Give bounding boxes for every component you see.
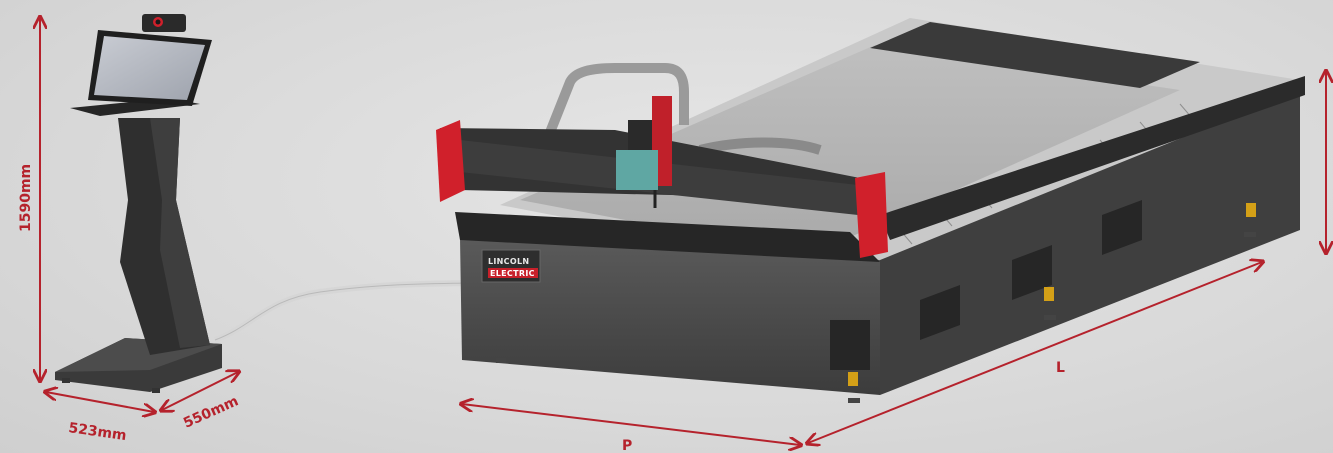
gantry-left-end bbox=[436, 120, 465, 202]
width-dimension-label: 523mm bbox=[67, 420, 127, 444]
access-panel bbox=[830, 320, 870, 370]
table-depth-dimension-line bbox=[462, 404, 800, 445]
monitor-screen bbox=[94, 36, 205, 100]
console-foot-right bbox=[152, 388, 160, 393]
torch-head bbox=[616, 150, 658, 190]
table-length-dimension-line bbox=[808, 262, 1262, 443]
console-foot-left bbox=[62, 378, 70, 383]
right-rail bbox=[880, 76, 1305, 240]
dimension-annotations bbox=[40, 18, 1326, 445]
gantry-right-end bbox=[855, 172, 888, 258]
depth-dimension-label: 550mm bbox=[181, 393, 241, 431]
gantry bbox=[436, 63, 888, 258]
brand-plate: LINCOLN ELECTRIC bbox=[481, 249, 541, 283]
height-dimension-label: 1590mm bbox=[18, 164, 34, 232]
exhaust-panel bbox=[870, 22, 1200, 88]
depth-dimension-line bbox=[162, 372, 238, 410]
brand-line-1: LINCOLN bbox=[488, 257, 529, 266]
cable-carrier-arch bbox=[540, 63, 689, 147]
control-console bbox=[55, 14, 222, 393]
console-camera bbox=[142, 14, 186, 32]
width-dimension-line bbox=[46, 392, 154, 412]
cutting-bed bbox=[520, 45, 1180, 255]
table-length-dimension-label: L bbox=[1056, 360, 1065, 376]
table-front-side bbox=[460, 238, 880, 395]
cutting-table bbox=[455, 18, 1305, 403]
access-panel bbox=[1102, 200, 1142, 255]
table-depth-dimension-label: P bbox=[622, 438, 632, 453]
brand-line-2: ELECTRIC bbox=[490, 269, 535, 278]
connection-cable bbox=[213, 280, 469, 343]
